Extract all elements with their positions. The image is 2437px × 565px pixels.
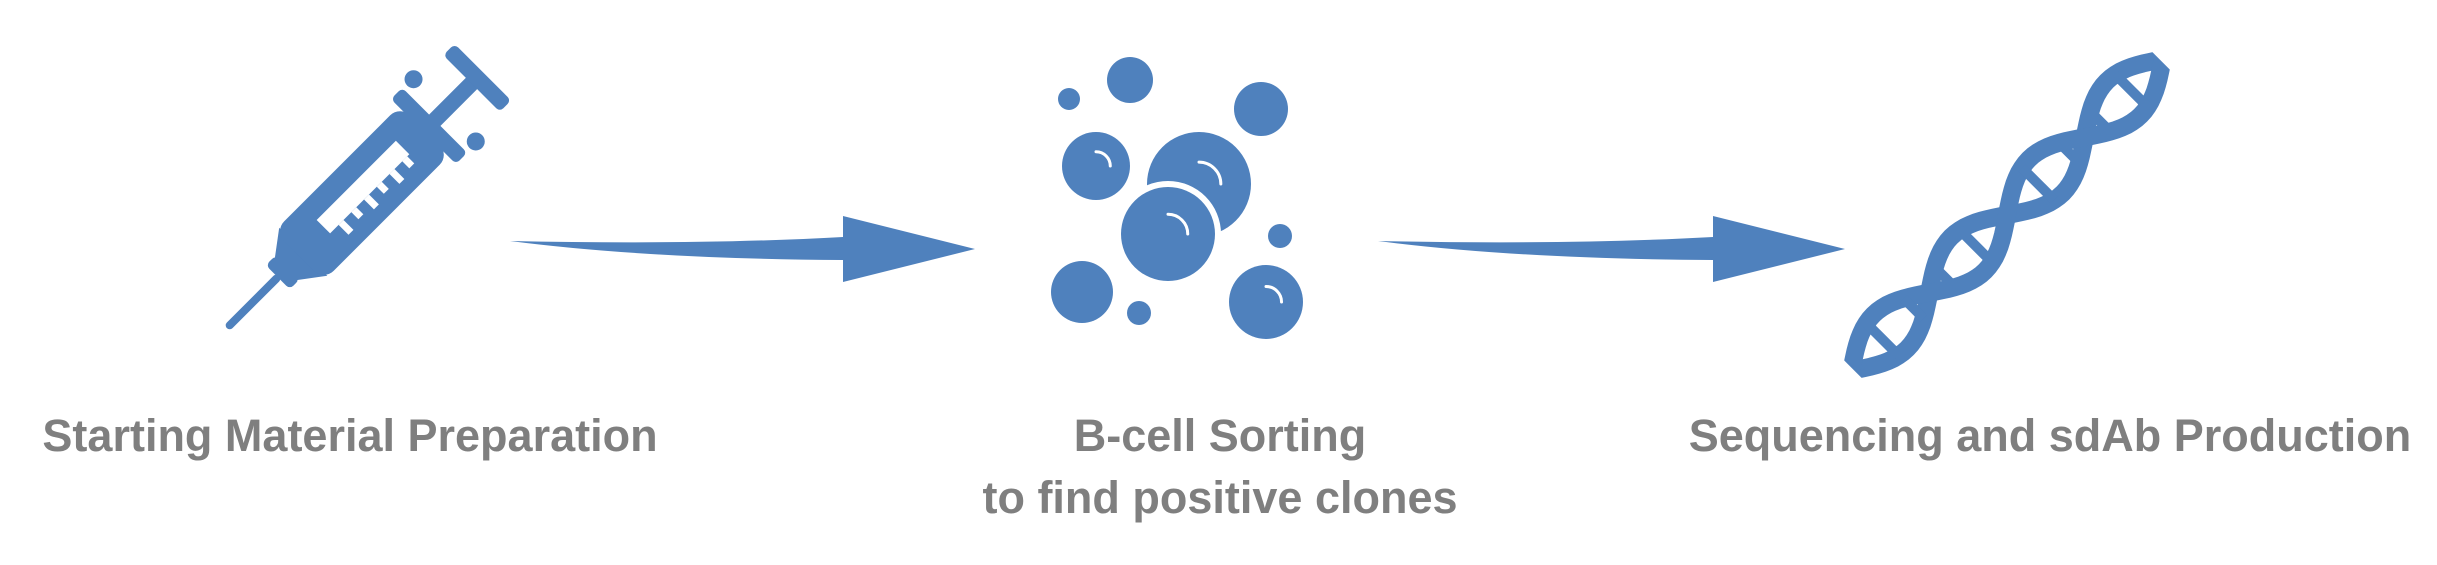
syringe-flange-knob	[404, 70, 423, 89]
step-2-label-line-1: B-cell Sorting	[1073, 410, 1367, 461]
cell	[1062, 132, 1130, 200]
cell-highlight	[1166, 212, 1190, 236]
syringe-plunger-rod	[427, 74, 481, 128]
syringe-scale-window	[316, 140, 410, 234]
dna-base-pair	[1862, 319, 1903, 360]
dna-helix-group	[1821, 29, 2193, 401]
syringe-icon	[225, 45, 510, 330]
dna-base-pair	[2111, 70, 2152, 111]
syringe-scale-tick	[402, 156, 415, 169]
cell-highlight	[1094, 150, 1112, 168]
dna-base-pair	[2018, 164, 2058, 204]
dna-base-pair	[1931, 263, 1959, 291]
step-2-label-line-2: to find positive clones	[982, 472, 1458, 523]
cell	[1107, 57, 1153, 103]
dna-base-pair	[1900, 294, 1928, 322]
syringe-flange-knob	[466, 132, 485, 151]
syringe-hub-collar	[267, 257, 298, 288]
dna-icon	[1821, 29, 2193, 401]
dna-base-pair	[2086, 108, 2114, 136]
step-1-label-line-1: Starting Material Preparation	[42, 410, 658, 461]
dna-base-pair	[2055, 139, 2083, 167]
dna-end-cap	[2139, 29, 2193, 83]
cell	[1234, 82, 1288, 136]
cell	[1051, 261, 1113, 323]
cells-icon	[1051, 57, 1303, 339]
syringe-needle	[225, 274, 281, 330]
arrow-step1-to-step2	[510, 216, 975, 282]
step-3-label-line-1: Sequencing and sdAb Production	[1688, 410, 2412, 461]
dna-base-pair	[1956, 226, 1996, 266]
cell	[1268, 224, 1292, 248]
arrow-right-shape	[510, 216, 975, 282]
cell	[1058, 88, 1080, 110]
syringe-plunger-head	[445, 45, 510, 110]
step-3-label: Sequencing and sdAb Production	[1680, 405, 2420, 467]
dna-strand	[1842, 57, 2172, 373]
syringe-scale-tick	[364, 194, 379, 210]
syringe-scale-tick	[389, 169, 405, 184]
syringe-scale-tick	[351, 207, 364, 220]
syringe-body-group	[225, 45, 510, 330]
syringe-scale-tick	[376, 181, 389, 194]
dna-end-cap	[1821, 347, 1875, 401]
cell-highlight	[1197, 160, 1223, 186]
step-1-label: Starting Material Preparation	[0, 405, 700, 467]
syringe-scale-tick	[338, 219, 354, 235]
cell	[1229, 265, 1303, 339]
arrow-right-shape	[1378, 216, 1845, 282]
arrow-step2-to-step3	[1378, 216, 1845, 282]
cell	[1127, 301, 1151, 325]
syringe-flange	[392, 89, 466, 163]
cell	[1121, 187, 1215, 281]
step-2-label: B-cell Sorting to find positive clones	[870, 405, 1570, 529]
cell-highlight	[1264, 284, 1284, 304]
